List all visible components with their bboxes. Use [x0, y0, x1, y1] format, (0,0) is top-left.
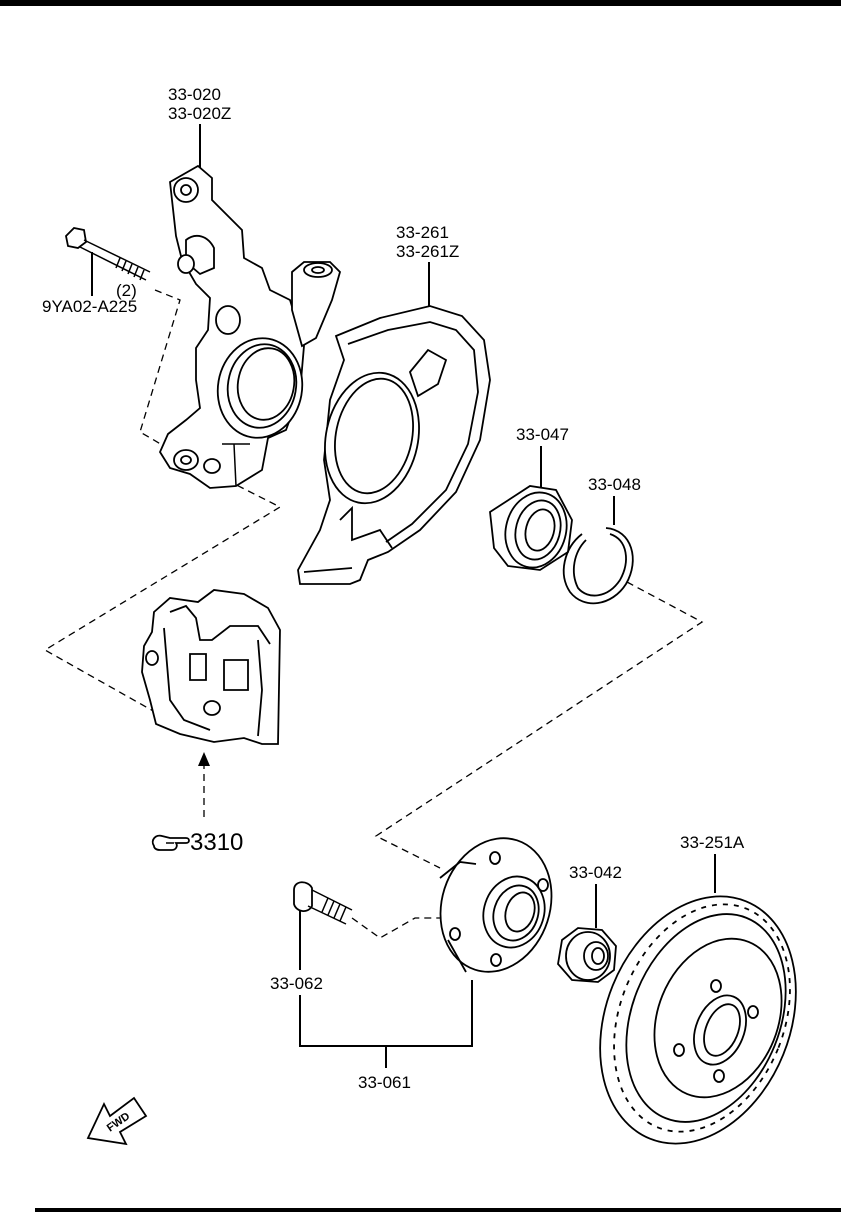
snap-ring[interactable]	[562, 527, 634, 605]
assembly-line-hub	[374, 581, 704, 869]
label-disc-code[interactable]: 33-251A	[680, 833, 745, 852]
label-caliper-ref[interactable]: 3310	[190, 829, 243, 856]
bottom-border	[35, 1208, 841, 1212]
hand-pointer-icon[interactable]	[151, 834, 190, 851]
hub-nut[interactable]	[557, 927, 617, 983]
label-bolt-qty: (2)	[116, 281, 137, 300]
fwd-arrow-icon: FWD	[86, 1096, 148, 1146]
wheel-hub[interactable]	[424, 824, 569, 987]
knuckle-bolt[interactable]	[65, 227, 151, 281]
steering-knuckle[interactable]	[158, 164, 342, 489]
leader-hub-bracket	[299, 980, 473, 1047]
brake-disc[interactable]	[565, 867, 832, 1173]
label-dust-cover-code2[interactable]: 33-261Z	[396, 242, 459, 261]
caliper-ref-arrowhead	[198, 752, 210, 766]
label-dust-cover-code1[interactable]: 33-261	[396, 223, 449, 242]
label-knuckle-code1[interactable]: 33-020	[168, 85, 221, 104]
assembly-line-hub-bolt	[351, 917, 440, 939]
dust-cover[interactable]	[297, 305, 491, 585]
label-hub-code[interactable]: 33-061	[358, 1073, 411, 1092]
wheel-bearing[interactable]	[489, 485, 575, 575]
hub-bolt[interactable]	[293, 881, 353, 925]
label-snap-ring-code[interactable]: 33-048	[588, 475, 641, 494]
label-hub-bolt-code[interactable]: 33-062	[270, 974, 323, 993]
label-nut-code[interactable]: 33-042	[569, 863, 622, 882]
brake-caliper[interactable]	[141, 589, 281, 745]
label-knuckle-code2[interactable]: 33-020Z	[168, 104, 231, 123]
label-bolt-code[interactable]: 9YA02-A225	[42, 297, 137, 316]
top-border	[0, 0, 841, 6]
label-bearing-code[interactable]: 33-047	[516, 425, 569, 444]
